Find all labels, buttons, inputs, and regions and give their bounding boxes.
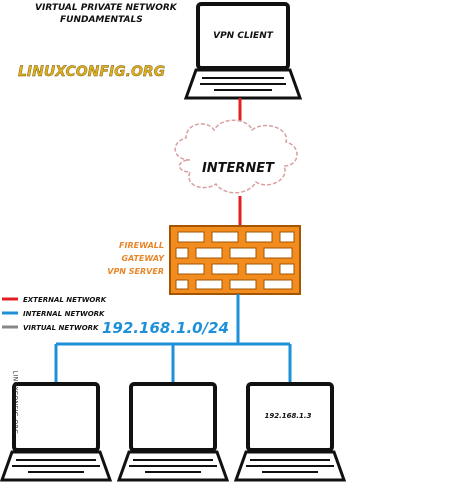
legend: EXTERNAL NETWORK INTERNAL NETWORK VIRTUA… [2, 296, 107, 332]
internet-cloud-icon [174, 119, 298, 194]
internet-label: INTERNET [202, 161, 275, 176]
firewall-label: FIREWALL [119, 241, 164, 250]
firewall-icon [169, 225, 301, 295]
vpn-client-label: VPN CLIENT [213, 31, 274, 41]
vpn-client-laptop-icon [183, 2, 303, 100]
header-title-line2: FUNDAMENTALS [60, 15, 143, 25]
linuxconfig-logo: LINUXCONFIG.ORG [18, 64, 165, 80]
gateway-label: GATEWAY [121, 254, 165, 263]
legend-internal-label: INTERNAL NETWORK [23, 310, 105, 318]
internal-network-links [54, 294, 292, 382]
watermark-text: LINUXCONFIG.ORG [11, 370, 19, 435]
host-laptop-3-icon [233, 382, 347, 482]
vpn-server-label: VPN SERVER [107, 267, 164, 276]
legend-external-label: EXTERNAL NETWORK [23, 296, 107, 304]
header-title-line1: VIRTUAL PRIVATE NETWORK [35, 3, 178, 13]
host-laptop-2-icon [116, 382, 230, 482]
host-3-ip-label: 192.168.1.3 [265, 412, 312, 420]
subnet-label: 192.168.1.0/24 [102, 319, 229, 337]
legend-virtual-label: VIRTUAL NETWORK [23, 324, 99, 332]
host-laptop-1-icon [0, 382, 113, 482]
